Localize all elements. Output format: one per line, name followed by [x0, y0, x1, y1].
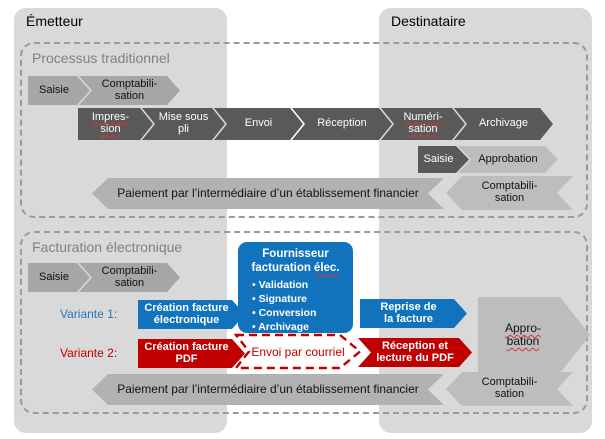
trad-step-approbation: Approbation	[458, 146, 558, 173]
step-label-line1: Numéri-	[403, 111, 443, 124]
step-label: Saisie	[423, 152, 454, 165]
provider-bullet-signature: Signature	[252, 292, 353, 306]
step-label: Envoi	[244, 117, 273, 130]
step-label-line2: sation	[114, 276, 145, 289]
variant2-receive-pdf: Réception et lecture du PDF	[358, 338, 472, 367]
elec-step-comptabilisation: Comptabili- sation	[79, 263, 180, 292]
step-label-line2: électronique	[153, 313, 220, 326]
step-label-line2: sation	[114, 89, 145, 102]
step-label-line1: Création facture	[144, 301, 229, 314]
variant2-label: Variante 2:	[60, 346, 118, 360]
provider-bullet-conversion: Conversion	[252, 306, 353, 320]
provider-bullet-archivage: Archivage	[252, 320, 353, 334]
trad-step-mise-sous-pli: Mise sous pli	[142, 108, 225, 140]
step-label-line2: bation	[506, 334, 540, 348]
variant1-create-invoice: Création facture électronique	[138, 300, 245, 329]
step-label-line1: Comptabili-	[101, 77, 158, 90]
variant1-label: Variante 1:	[60, 307, 118, 321]
step-label-line2: sation	[494, 388, 525, 400]
elec-step-saisie: Saisie	[28, 263, 90, 292]
step-label-line1: Création facture	[144, 340, 229, 353]
step-label-line2: sation	[408, 123, 438, 135]
step-label: Archivage	[479, 117, 528, 130]
provider-title-abbrev: élec.	[313, 261, 340, 274]
trad-step-numerisation: Numéri- sation	[381, 108, 465, 140]
provider-bullet-validation: Validation	[252, 278, 353, 292]
step-label-line2: PDF	[175, 352, 198, 365]
step-label-line2: lecture du PDF	[376, 351, 454, 364]
step-label-line2: la facture	[384, 312, 433, 325]
step-label: Saisie	[39, 83, 69, 96]
provider-service-list: Validation Signature Conversion Archivag…	[252, 278, 353, 335]
step-label: Réception	[317, 117, 367, 130]
electronic-invoicing-box	[20, 231, 588, 414]
step-label-line1: Appro-	[504, 321, 542, 336]
step-label-line2: sation	[494, 192, 525, 204]
payment-label: Paiement par l’intermédiaire d’un établi…	[117, 186, 419, 201]
trad-step-envoi: Envoi	[214, 108, 303, 140]
trad-step-reception: Réception	[292, 108, 392, 140]
step-label: Saisie	[39, 270, 69, 283]
provider-title-line2-text: facturation	[251, 261, 311, 274]
variant2-create-pdf: Création facture PDF	[138, 339, 245, 368]
step-label-line1: Comptabili-	[481, 376, 538, 389]
trad-step-impression: Impres- sion	[78, 108, 153, 140]
variant2-email-send: Envoi par courriel	[234, 333, 362, 370]
trad-step-saisie: Saisie	[28, 76, 90, 105]
payment-label: Paiement par l’intermédiaire d’un établi…	[117, 382, 419, 397]
step-label-line1: Impres-	[91, 111, 130, 124]
traditional-process-box	[20, 42, 588, 218]
step-label-line1: Comptabili-	[101, 264, 158, 277]
recipient-column-title: Destinataire	[391, 13, 466, 29]
step-label-line2: sion	[100, 123, 121, 135]
step-label-line1: Reprise de	[380, 300, 437, 313]
sender-column-title: Émetteur	[26, 13, 83, 29]
elec-payment-comptabilisation: Comptabili- sation	[446, 372, 573, 406]
variant1-retrieve-invoice: Reprise de la facture	[360, 299, 467, 328]
trad-payment-arrow: Paiement par l’intermédiaire d’un établi…	[92, 178, 444, 209]
traditional-process-title: Processus traditionnel	[32, 50, 170, 66]
email-send-label: Envoi par courriel	[251, 344, 345, 359]
trad-payment-comptabilisation: Comptabili- sation	[446, 176, 573, 210]
electronic-invoicing-title: Facturation électronique	[32, 239, 183, 255]
step-label-line1: Mise sous	[158, 111, 209, 124]
step-label-line2: pli	[177, 123, 189, 135]
trad-step-comptabilisation: Comptabili- sation	[79, 76, 180, 105]
elec-payment-arrow: Paiement par l’intermédiaire d’un établi…	[92, 374, 444, 405]
step-label-line1: Comptabili-	[481, 180, 538, 193]
dashed-arrow-outline-icon	[234, 333, 362, 370]
trad-step-archivage: Archivage	[454, 108, 553, 140]
provider-title-line1: Fournisseur	[262, 248, 329, 260]
step-label-line1: Réception et	[381, 339, 448, 352]
step-label: Approbation	[478, 152, 538, 165]
